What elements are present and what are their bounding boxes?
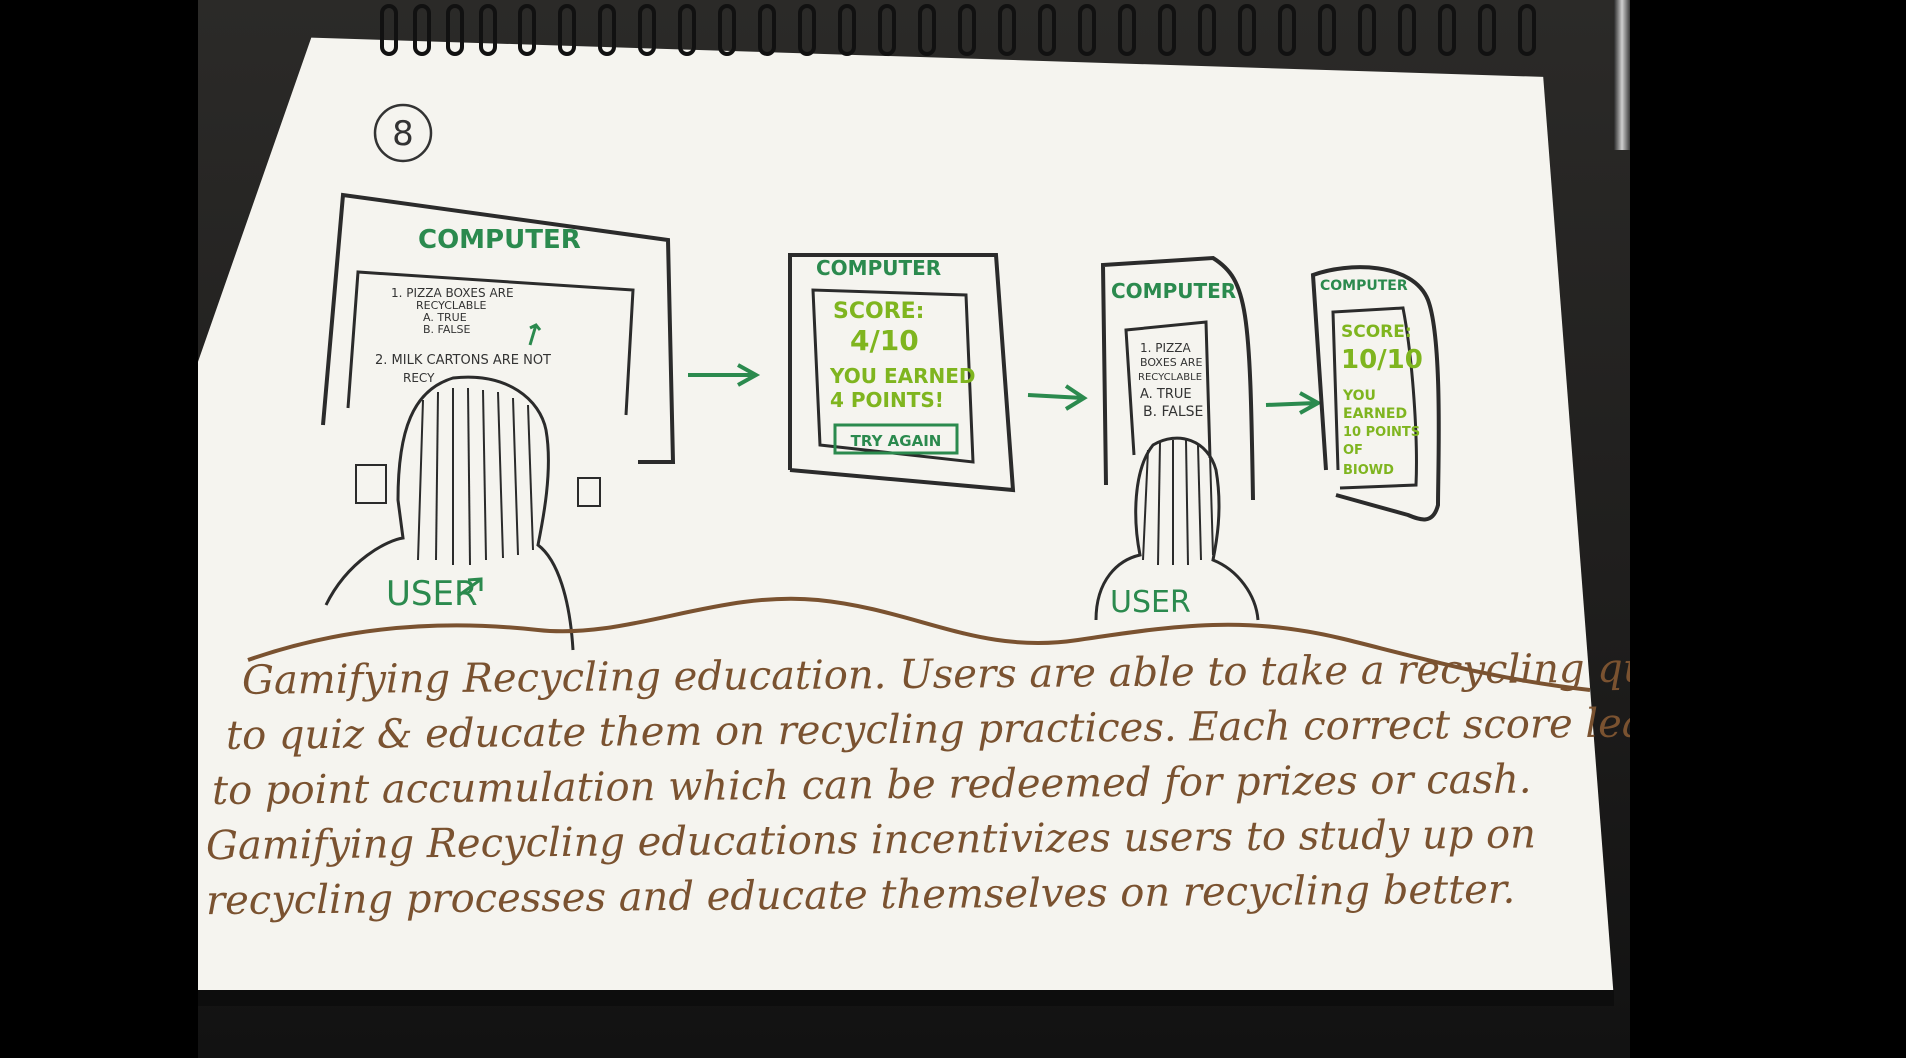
panel-2: COMPUTER SCORE: 4/10 YOU EARNED 4 POINTS…	[788, 253, 1016, 493]
caption-line-5: recycling processes and educate themselv…	[205, 866, 1516, 925]
quiz-1-line-6: RECY	[403, 371, 435, 385]
quiz-3-line-2: BOXES ARE	[1140, 356, 1202, 369]
quiz-1-line-4: B. FALSE	[423, 323, 470, 336]
monitor-2-frame	[788, 253, 1016, 493]
laptop-edge	[1614, 0, 1630, 150]
quiz-3-line-5: B. FALSE	[1143, 404, 1203, 420]
photo: 8 COMPUTER 1. PIZZA BOXES ARE RECYCLABLE…	[198, 0, 1630, 1058]
quiz-1-line-3: A. TRUE	[423, 311, 467, 324]
caption: Gamifying Recycling education. Users are…	[206, 645, 1630, 924]
earned-4-line-1: YOU	[1342, 388, 1376, 404]
quiz-3-line-4: A. TRUE	[1140, 387, 1192, 402]
user-3-figure	[1094, 436, 1260, 621]
user-1-left-hand	[355, 464, 387, 504]
monitor-1-frame	[321, 192, 676, 464]
monitor-3-screen	[1124, 320, 1212, 459]
user-3-hair	[1142, 439, 1214, 566]
score-2-label: SCORE:	[833, 299, 924, 324]
user-1-hair	[417, 387, 534, 566]
earned-2-line-1: YOU EARNED	[829, 364, 976, 388]
monitor-2-title: COMPUTER	[816, 256, 941, 280]
sketchbook-page	[198, 37, 1614, 1000]
monitor-3-title: COMPUTER	[1111, 279, 1236, 303]
earned-4-line-4: OF	[1343, 443, 1363, 458]
panel-1: COMPUTER 1. PIZZA BOXES ARE RECYCLABLE A…	[321, 192, 676, 651]
flow-arrow-1	[688, 363, 761, 387]
page-number-circle	[373, 103, 433, 163]
flow-arrow-2	[1027, 384, 1088, 411]
user-1-pointer-arrow	[457, 577, 483, 598]
flow-arrow-3	[1265, 391, 1323, 415]
quiz-1-line-5: 2. MILK CARTONS ARE NOT	[375, 353, 551, 368]
earned-4-line-2: EARNED	[1343, 406, 1407, 422]
quiz-1-line-2: RECYCLABLE	[416, 299, 486, 312]
quiz-1-line-1: 1. PIZZA BOXES ARE	[391, 286, 514, 300]
quiz-3-line-1: 1. PIZZA	[1140, 341, 1191, 355]
earned-2-line-2: 4 POINTS!	[830, 388, 944, 412]
quiz-3-line-3: RECYCLABLE	[1138, 372, 1202, 383]
user-1-label: USER	[386, 574, 478, 614]
monitor-2-screen	[811, 288, 975, 464]
page-number: 8	[392, 114, 414, 154]
monitor-1-title: COMPUTER	[418, 225, 581, 255]
user-3-label: USER	[1110, 585, 1191, 620]
monitor-4-frame	[1310, 265, 1441, 522]
score-4-value: 10/10	[1341, 345, 1423, 375]
cursor-arrow-1	[528, 323, 542, 346]
panel-3: COMPUTER 1. PIZZA BOXES ARE RECYCLABLE A…	[1094, 255, 1260, 621]
score-2-value: 4/10	[850, 324, 919, 357]
earned-4-line-3: 10 POINTS	[1343, 425, 1420, 440]
user-1-figure	[324, 375, 575, 651]
page-shadow	[198, 990, 1614, 1006]
storyboard-sketch: 8 COMPUTER 1. PIZZA BOXES ARE RECYCLABLE…	[247, 103, 1591, 692]
panel-4: COMPUTER SCORE: 10/10 YOU EARNED 10 POIN…	[1310, 265, 1441, 522]
wavy-divider	[247, 596, 1591, 692]
try-again-button	[833, 423, 959, 455]
monitor-4-title: COMPUTER	[1320, 278, 1408, 294]
user-1-right-hand	[577, 477, 601, 507]
monitor-1-screen	[346, 270, 635, 416]
monitor-4-screen	[1331, 306, 1418, 490]
score-4-label: SCORE:	[1341, 322, 1412, 342]
earned-4-line-5: BIOWD	[1343, 463, 1394, 478]
try-again-label: TRY AGAIN	[851, 432, 942, 450]
monitor-3-frame	[1100, 255, 1255, 501]
